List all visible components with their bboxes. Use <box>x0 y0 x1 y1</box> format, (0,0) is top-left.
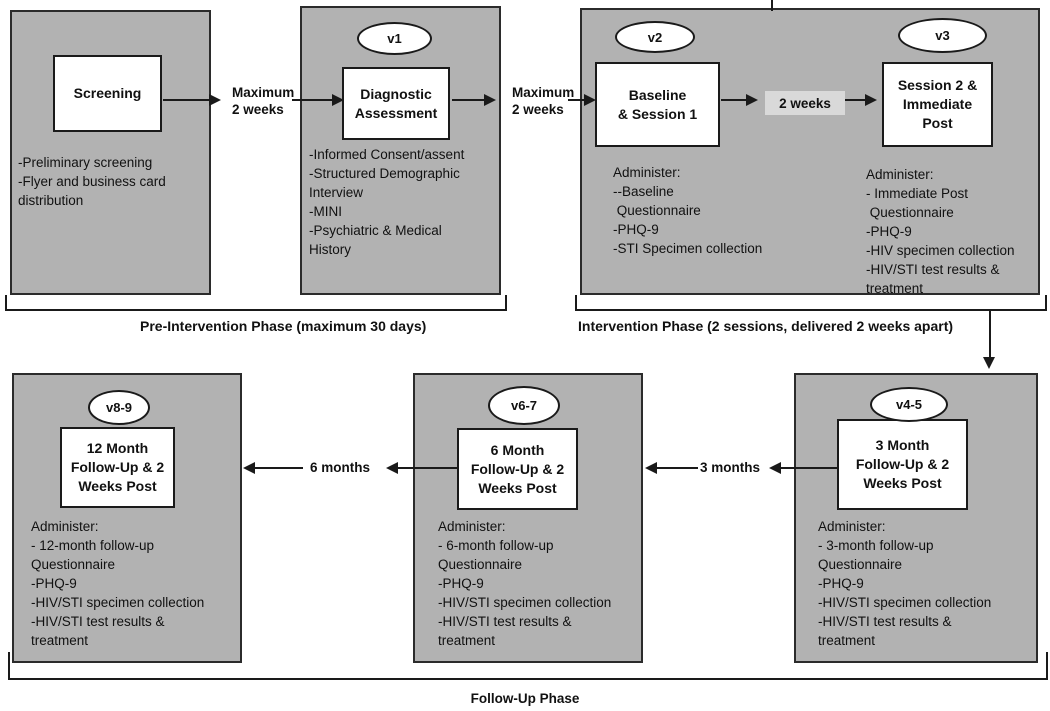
arrow-into-baseline-head <box>584 94 596 106</box>
arrow-6-month-out-line <box>398 467 457 469</box>
followup-bracket-line <box>8 678 1048 680</box>
arrow-into-diagnostic-head <box>332 94 344 106</box>
pre-intervention-bracket-tick-right <box>505 295 507 311</box>
visit-ellipse-v3: v3 <box>898 18 987 53</box>
panel-followup-12-month <box>12 373 242 663</box>
intervention-bracket-tick-right <box>1045 295 1047 311</box>
pre-intervention-phase-label: Pre-Intervention Phase (maximum 30 days) <box>140 318 427 334</box>
panel-intervention <box>580 8 1040 295</box>
arrow-into-6-month-line <box>657 467 698 469</box>
visit-ellipse-v6-7: v6-7 <box>488 386 560 425</box>
arrow-baseline-out-head <box>746 94 758 106</box>
interval-label-3-months: 3 months <box>700 460 761 475</box>
arrow-3-month-out-head <box>769 462 781 474</box>
followup-bracket-tick-left <box>8 652 10 680</box>
arrow-diagnostic-out-line <box>452 99 486 101</box>
interval-label-6-months: 6 months <box>310 460 371 475</box>
arrow-into-12-month-line <box>255 467 303 469</box>
visit-ellipse-v4-5: v4-5 <box>870 387 948 422</box>
arrow-to-followup-head <box>983 357 995 369</box>
diagnostic-details: -Informed Consent/assent-Structured Demo… <box>309 147 465 257</box>
interval-label-2-weeks: 2 weeks <box>765 91 845 115</box>
arrow-into-diagnostic-line <box>292 99 334 101</box>
arrow-screening-out-line <box>163 99 211 101</box>
baseline-session1-box: Baseline& Session 1 <box>595 62 720 147</box>
arrow-into-session2-line <box>845 99 867 101</box>
arrow-into-6-month-head <box>645 462 657 474</box>
pre-intervention-bracket-line <box>5 309 507 311</box>
screening-box: Screening <box>53 55 162 132</box>
arrow-6-month-out-head <box>386 462 398 474</box>
arrow-baseline-out-line <box>721 99 748 101</box>
arrow-screening-out-head <box>209 94 221 106</box>
visit-ellipse-v8-9: v8-9 <box>88 390 150 425</box>
visit-ellipse-v2: v2 <box>615 21 695 53</box>
session2-details: Administer:- Immediate Post Questionnair… <box>866 167 1015 296</box>
arrow-into-baseline-line <box>568 99 586 101</box>
arrow-into-12-month-head <box>243 462 255 474</box>
arrow-to-followup-line <box>989 310 991 358</box>
baseline-details: Administer:--Baseline Questionnaire-PHQ-… <box>613 165 763 256</box>
screening-details: -Preliminary screening-Flyer and busines… <box>18 155 166 208</box>
intervention-bracket-tick-left <box>575 295 577 311</box>
visit-ellipse-v1: v1 <box>357 22 432 55</box>
followup-phase-label: Follow-Up Phase <box>470 691 580 706</box>
followup-bracket-tick-right <box>1046 652 1048 680</box>
panel-seam-line <box>771 0 773 11</box>
panel-followup-6-month <box>413 373 643 663</box>
intervention-phase-label: Intervention Phase (2 sessions, delivere… <box>578 318 954 334</box>
intervention-bracket-line <box>575 309 1047 311</box>
arrow-3-month-out-line <box>781 467 837 469</box>
arrow-into-session2-head <box>865 94 877 106</box>
pre-intervention-bracket-tick-left <box>5 295 7 311</box>
arrow-diagnostic-out-head <box>484 94 496 106</box>
